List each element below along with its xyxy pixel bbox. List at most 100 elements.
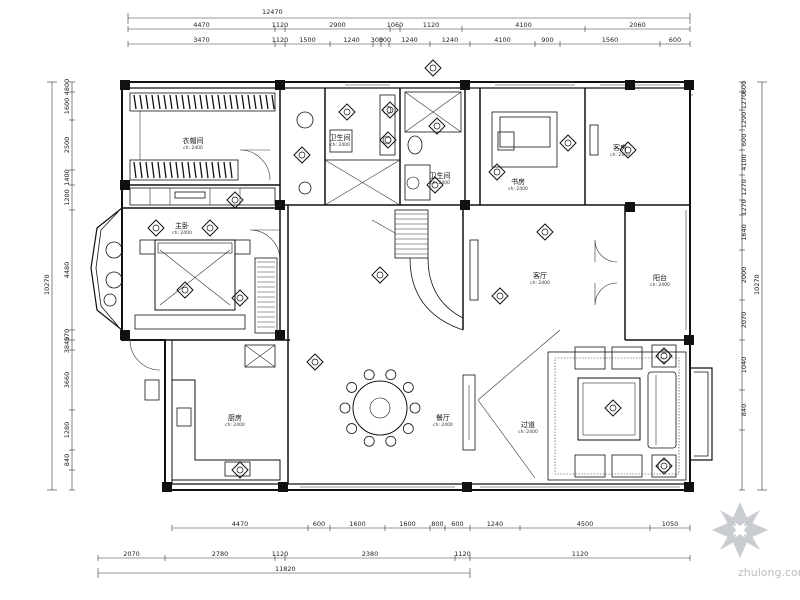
dim-bottom-row2: 2380 bbox=[362, 550, 379, 558]
room-label-guest: 客房 bbox=[613, 143, 627, 152]
ceiling-light-icon bbox=[338, 103, 356, 121]
side-table bbox=[651, 344, 677, 368]
dim-right-part: 2000 bbox=[740, 267, 748, 284]
room-label-kitchen: 厨房 bbox=[228, 413, 242, 422]
dim-right-part: 1270 bbox=[740, 93, 748, 110]
ceiling-light-icon bbox=[619, 141, 637, 159]
ceiling-light-icon bbox=[176, 281, 194, 299]
ceiling-light-icon bbox=[201, 219, 219, 237]
ceiling-light-symbols bbox=[147, 59, 673, 479]
ceiling-light-icon bbox=[231, 289, 249, 307]
room-ceiling-height: ch: 2400 bbox=[650, 282, 670, 288]
dim-left-part: 1200 bbox=[63, 189, 71, 206]
master-bathroom bbox=[296, 94, 401, 206]
dining-area bbox=[339, 369, 476, 451]
right-dimension-chains: 10270 6001270129060041001270127016402000… bbox=[739, 81, 767, 491]
room-ceiling-height: ch: 2400 bbox=[183, 145, 203, 151]
dim-top-row2: 1240 bbox=[343, 36, 360, 44]
dim-right-part: 4100 bbox=[740, 154, 748, 171]
dim-bottom-row1: 4500 bbox=[577, 520, 594, 528]
dim-left-part: 4480 bbox=[63, 262, 71, 279]
living-area bbox=[469, 239, 687, 481]
ceiling-light-icon bbox=[381, 101, 399, 119]
room-label-living: 客厅 bbox=[533, 271, 547, 280]
dim-bottom-row1: 800 bbox=[431, 520, 443, 528]
room-label-balcony: 阳台 bbox=[653, 273, 667, 282]
dim-right-part: 840 bbox=[740, 404, 748, 416]
ceiling-light-icon bbox=[306, 353, 324, 371]
room-ceiling-height: ch: 2400 bbox=[530, 280, 550, 286]
dim-top-row2: 4100 bbox=[494, 36, 511, 44]
ceiling-light-icon bbox=[147, 219, 165, 237]
dim-bottom-row1: 600 bbox=[313, 520, 325, 528]
cloakroom bbox=[129, 92, 276, 181]
master-bedroom bbox=[103, 187, 281, 334]
ceiling-light-icon bbox=[488, 163, 506, 181]
dim-top-row1: 1120 bbox=[272, 21, 289, 29]
dim-top-row1: 2900 bbox=[329, 21, 346, 29]
dim-right-part: 1270 bbox=[740, 199, 748, 216]
dim-left-part: 4800 bbox=[63, 79, 71, 96]
room-ceiling-height: ch: 2400 bbox=[518, 429, 538, 435]
room-ceiling-height: ch: 2400 bbox=[430, 180, 450, 186]
room-ceiling-height: ch: 2400 bbox=[330, 142, 350, 148]
dim-top-row2: 3470 bbox=[193, 36, 210, 44]
room-label-study: 书房 bbox=[511, 177, 525, 186]
dim-bottom-overall: 11820 bbox=[275, 565, 296, 573]
room-label-bath2: 卫生间 bbox=[430, 171, 451, 180]
ceiling-light-icon bbox=[371, 266, 389, 284]
walls bbox=[90, 80, 713, 492]
ceiling-light-icon bbox=[559, 134, 577, 152]
armchair bbox=[574, 454, 606, 478]
room-ceiling-height: ch: 2400 bbox=[610, 152, 630, 158]
dining-chair bbox=[346, 382, 358, 393]
dim-left-part: 3840 bbox=[63, 337, 71, 354]
ceiling-light-icon bbox=[655, 457, 673, 475]
side-table bbox=[651, 454, 677, 478]
room-label-dining: 餐厅 bbox=[436, 413, 450, 422]
room-ceiling-height: ch: 2400 bbox=[172, 230, 192, 236]
dim-right-part: 1290 bbox=[740, 112, 748, 129]
dim-top-row2: 600 bbox=[669, 36, 681, 44]
stairs bbox=[371, 209, 464, 331]
dining-chair bbox=[346, 423, 358, 434]
dim-top-row1: 1060 bbox=[387, 21, 404, 29]
dim-bottom-row1: 4470 bbox=[232, 520, 249, 528]
study bbox=[491, 111, 558, 168]
dim-left-part: 3660 bbox=[63, 372, 71, 389]
dim-bottom-row1: 1240 bbox=[487, 520, 504, 528]
dim-right-part: 1640 bbox=[740, 224, 748, 241]
dim-top-overall: 12470 bbox=[262, 8, 283, 16]
room-ceiling-height: ch: 2400 bbox=[433, 422, 453, 428]
dim-left-part: 1400 bbox=[63, 169, 71, 186]
dim-top-row2: 1560 bbox=[602, 36, 619, 44]
ceiling-light-icon bbox=[379, 131, 397, 149]
dim-bottom-row2: 1120 bbox=[272, 550, 289, 558]
left-dimension-chains: 10270 4800160025001400120044805703840366… bbox=[43, 79, 75, 491]
dim-top-row2: 1120 bbox=[272, 36, 289, 44]
dim-bottom-row1: 1600 bbox=[349, 520, 366, 528]
armchair bbox=[611, 346, 643, 370]
ceiling-light-icon bbox=[226, 191, 244, 209]
ceiling-light-icon bbox=[293, 146, 311, 164]
ceiling-light-icon bbox=[428, 117, 446, 135]
dining-chair bbox=[409, 402, 421, 414]
dim-right-part: 1040 bbox=[740, 357, 748, 374]
ceiling-light-icon bbox=[604, 399, 622, 417]
dim-right-part: 600 bbox=[740, 134, 748, 146]
armchair bbox=[611, 454, 643, 478]
dim-top-row1: 1120 bbox=[423, 21, 440, 29]
dim-top-row2: 1240 bbox=[401, 36, 418, 44]
dim-top-row1: 4470 bbox=[193, 21, 210, 29]
dim-left-part: 840 bbox=[63, 454, 71, 466]
dining-chair bbox=[402, 382, 414, 393]
dim-top-row2: 300 bbox=[371, 36, 383, 44]
dim-right-part: 600 bbox=[740, 81, 748, 93]
room-label-hall: 过道 bbox=[521, 420, 535, 429]
ceiling-light-icon bbox=[536, 223, 554, 241]
dim-bottom-row2: 2780 bbox=[212, 550, 229, 558]
